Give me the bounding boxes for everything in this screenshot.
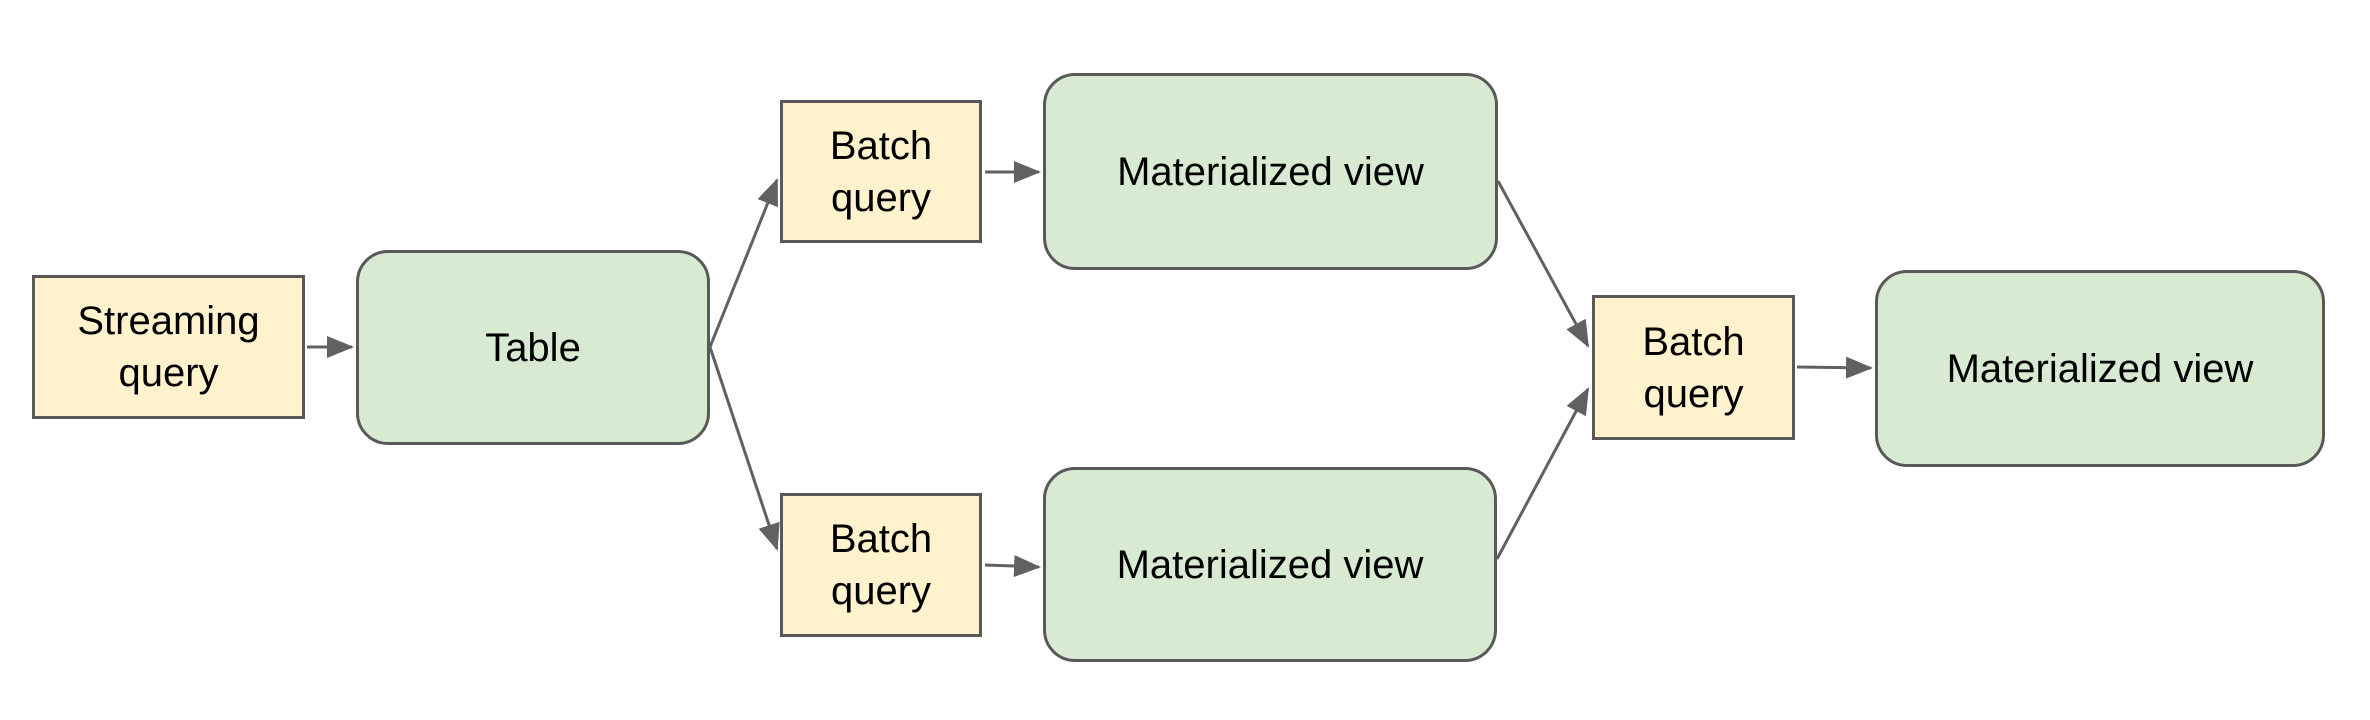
connector-view-top-to-batch-final [1496, 180, 1590, 348]
node-table: Table [356, 250, 710, 445]
connector-table-to-batch-top [708, 178, 779, 348]
node-materialized-view-top-label: Materialized view [1117, 149, 1424, 194]
connector-table-to-batch-bottom [708, 346, 780, 551]
node-streaming-query-label: Streaming query [77, 299, 260, 395]
node-batch-query-final-label: Batch query [1642, 319, 1745, 416]
node-batch-query-final: Batch query [1592, 295, 1795, 440]
connector-batch-final-to-view-final [1796, 356, 1873, 379]
node-batch-query-bottom: Batch query [780, 493, 982, 637]
node-batch-query-top: Batch query [780, 100, 982, 243]
node-streaming-query: Streaming query [32, 275, 305, 419]
node-materialized-view-bottom: Materialized view [1043, 467, 1497, 662]
node-materialized-view-final-label: Materialized view [1946, 346, 2254, 391]
node-batch-query-bottom-label: Batch query [829, 517, 933, 613]
node-table-label: Table [485, 325, 581, 370]
node-materialized-view-top: Materialized view [1043, 73, 1498, 270]
node-materialized-view-final: Materialized view [1875, 270, 2325, 467]
node-batch-query-top-label: Batch query [829, 123, 933, 220]
connector-view-bottom-to-batch-final [1495, 387, 1590, 560]
connector-batch-bottom-to-view-bottom [984, 555, 1041, 578]
node-materialized-view-bottom-label: Materialized view [1116, 542, 1424, 587]
